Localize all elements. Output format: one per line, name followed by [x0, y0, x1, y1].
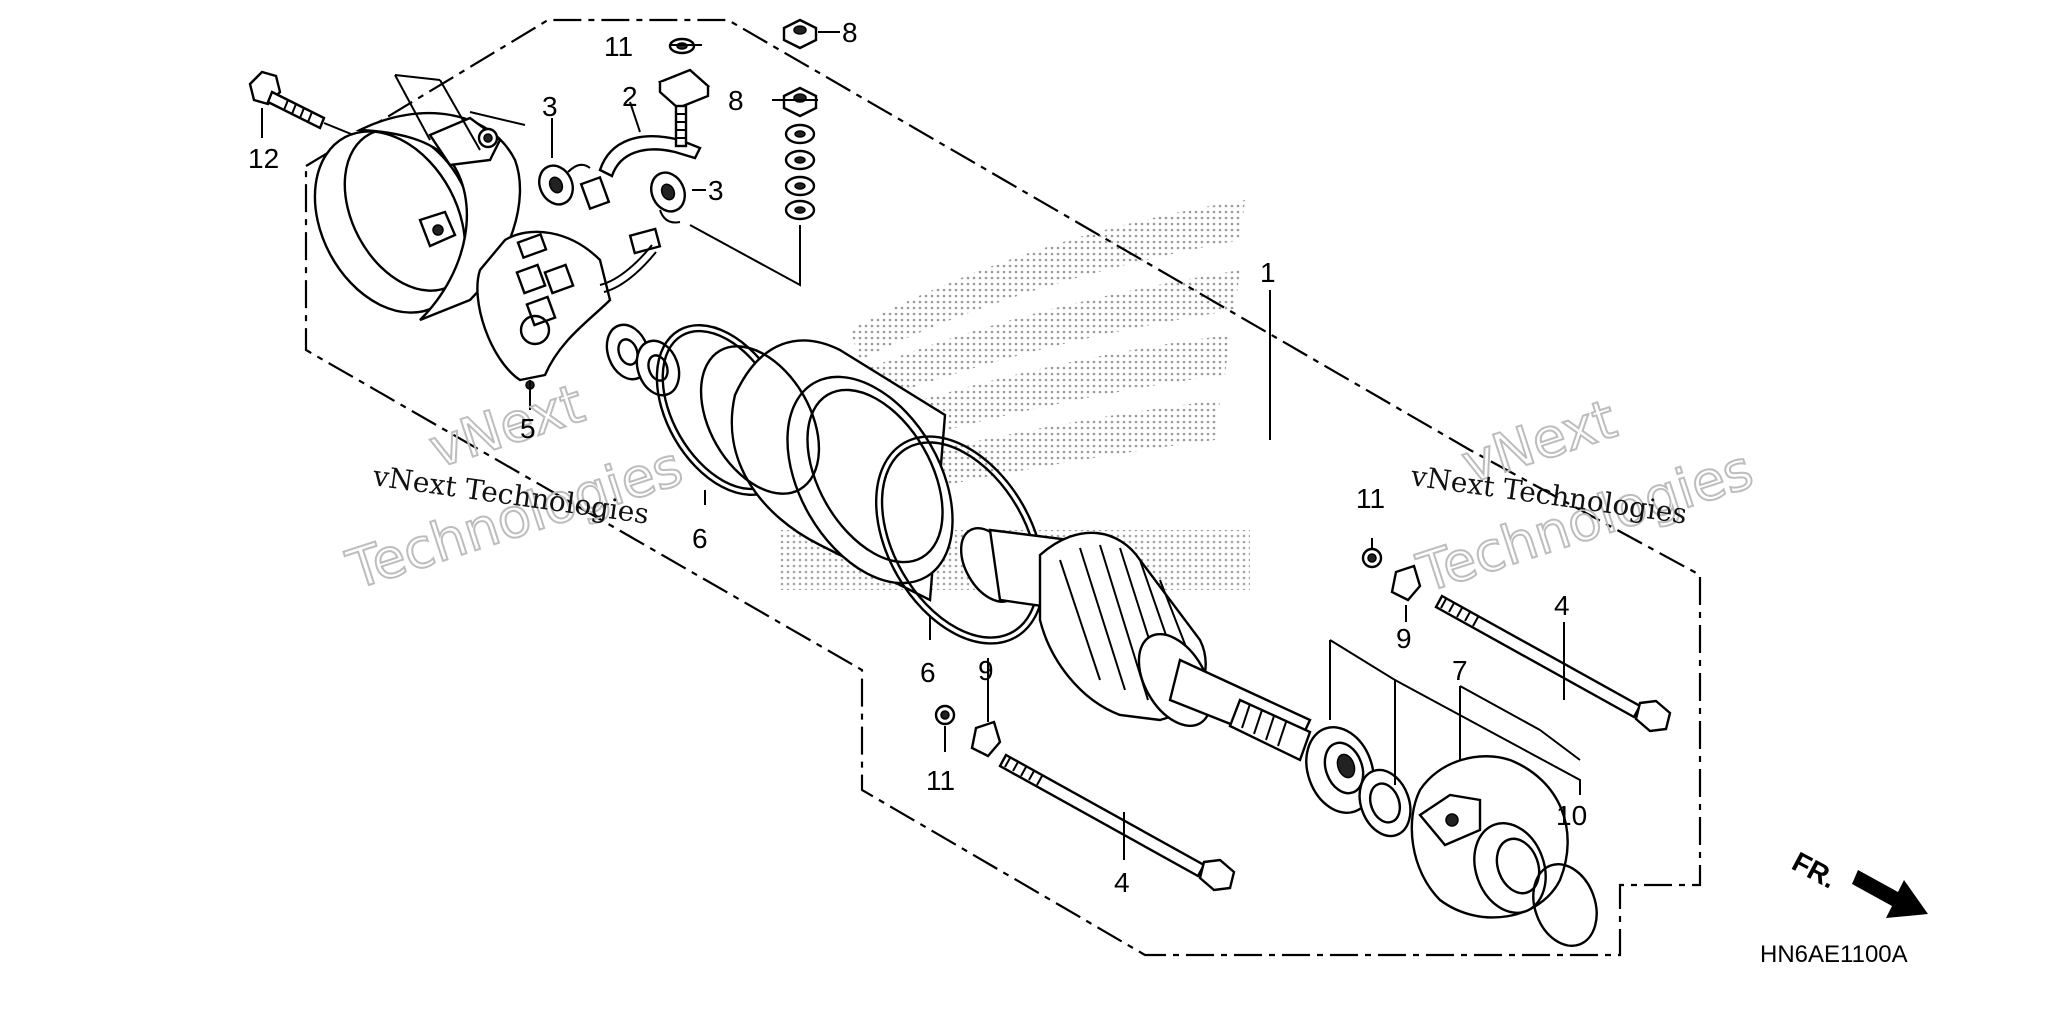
callout-12: 12: [248, 143, 279, 174]
washer-11c: [1361, 547, 1383, 569]
washer-9a: [970, 720, 1002, 758]
nut-8a: [782, 18, 818, 50]
washers-pair: [605, 323, 681, 397]
armature: [959, 527, 1312, 762]
front-direction-indicator: FR.: [1787, 846, 1928, 918]
nut-8b: [782, 86, 818, 118]
callout-9a: 9: [978, 655, 994, 686]
diagram-code: HN6AE1100A: [1760, 941, 1908, 968]
watermark-left: vNext Technologies: [338, 371, 690, 603]
front-arrow-icon: [1852, 870, 1928, 918]
callout-9b: 9: [1396, 623, 1412, 654]
o-ring-10: [1532, 863, 1598, 947]
assembly-boundary: [304, 18, 1702, 957]
terminal-bolt: [657, 68, 711, 148]
through-bolt-4b: [1434, 594, 1672, 733]
callout-4a: 4: [1554, 590, 1570, 621]
leader-stack: [689, 224, 801, 287]
callout-1: 1: [1260, 257, 1276, 288]
seal: [1358, 768, 1412, 838]
callout-11b: 11: [926, 765, 955, 796]
leader-lines: [261, 31, 1581, 860]
callout-3a: 3: [542, 91, 558, 122]
o-ring-6b: [874, 435, 1046, 645]
callout-10: 10: [1556, 800, 1587, 831]
callout-7: 7: [1452, 655, 1468, 686]
bolt-12: [248, 70, 357, 137]
brush-spring-3a: [538, 163, 591, 206]
callout-3b: 3: [708, 175, 724, 206]
washer-stack: [784, 123, 816, 221]
brush-holder-5: [476, 230, 612, 390]
callout-8b: 8: [728, 85, 744, 116]
watermark-left-big-1: vNext: [422, 372, 592, 481]
bearing-10: [1305, 726, 1375, 814]
front-cover-7: [1410, 755, 1569, 919]
washer-9b: [1390, 564, 1422, 602]
through-bolt-4a: [998, 753, 1236, 892]
callout-6b: 6: [920, 657, 936, 688]
callout-2: 2: [622, 81, 638, 112]
yoke-housing: [699, 339, 954, 602]
callout-11a: 11: [604, 31, 633, 62]
direction-label: FR.: [1787, 846, 1841, 895]
callout-5: 5: [520, 413, 536, 444]
brush-spring-3b: [650, 171, 686, 224]
callout-11c: 11: [1356, 483, 1385, 514]
callout-labels: 1 2 3 3 4 4 5 6 6 7 8 8 9 9 10 11 11 11 …: [248, 17, 1587, 898]
washer-11b: [934, 704, 956, 726]
callout-8a: 8: [842, 17, 858, 48]
callout-6a: 6: [692, 523, 708, 554]
callout-4b: 4: [1114, 867, 1130, 898]
